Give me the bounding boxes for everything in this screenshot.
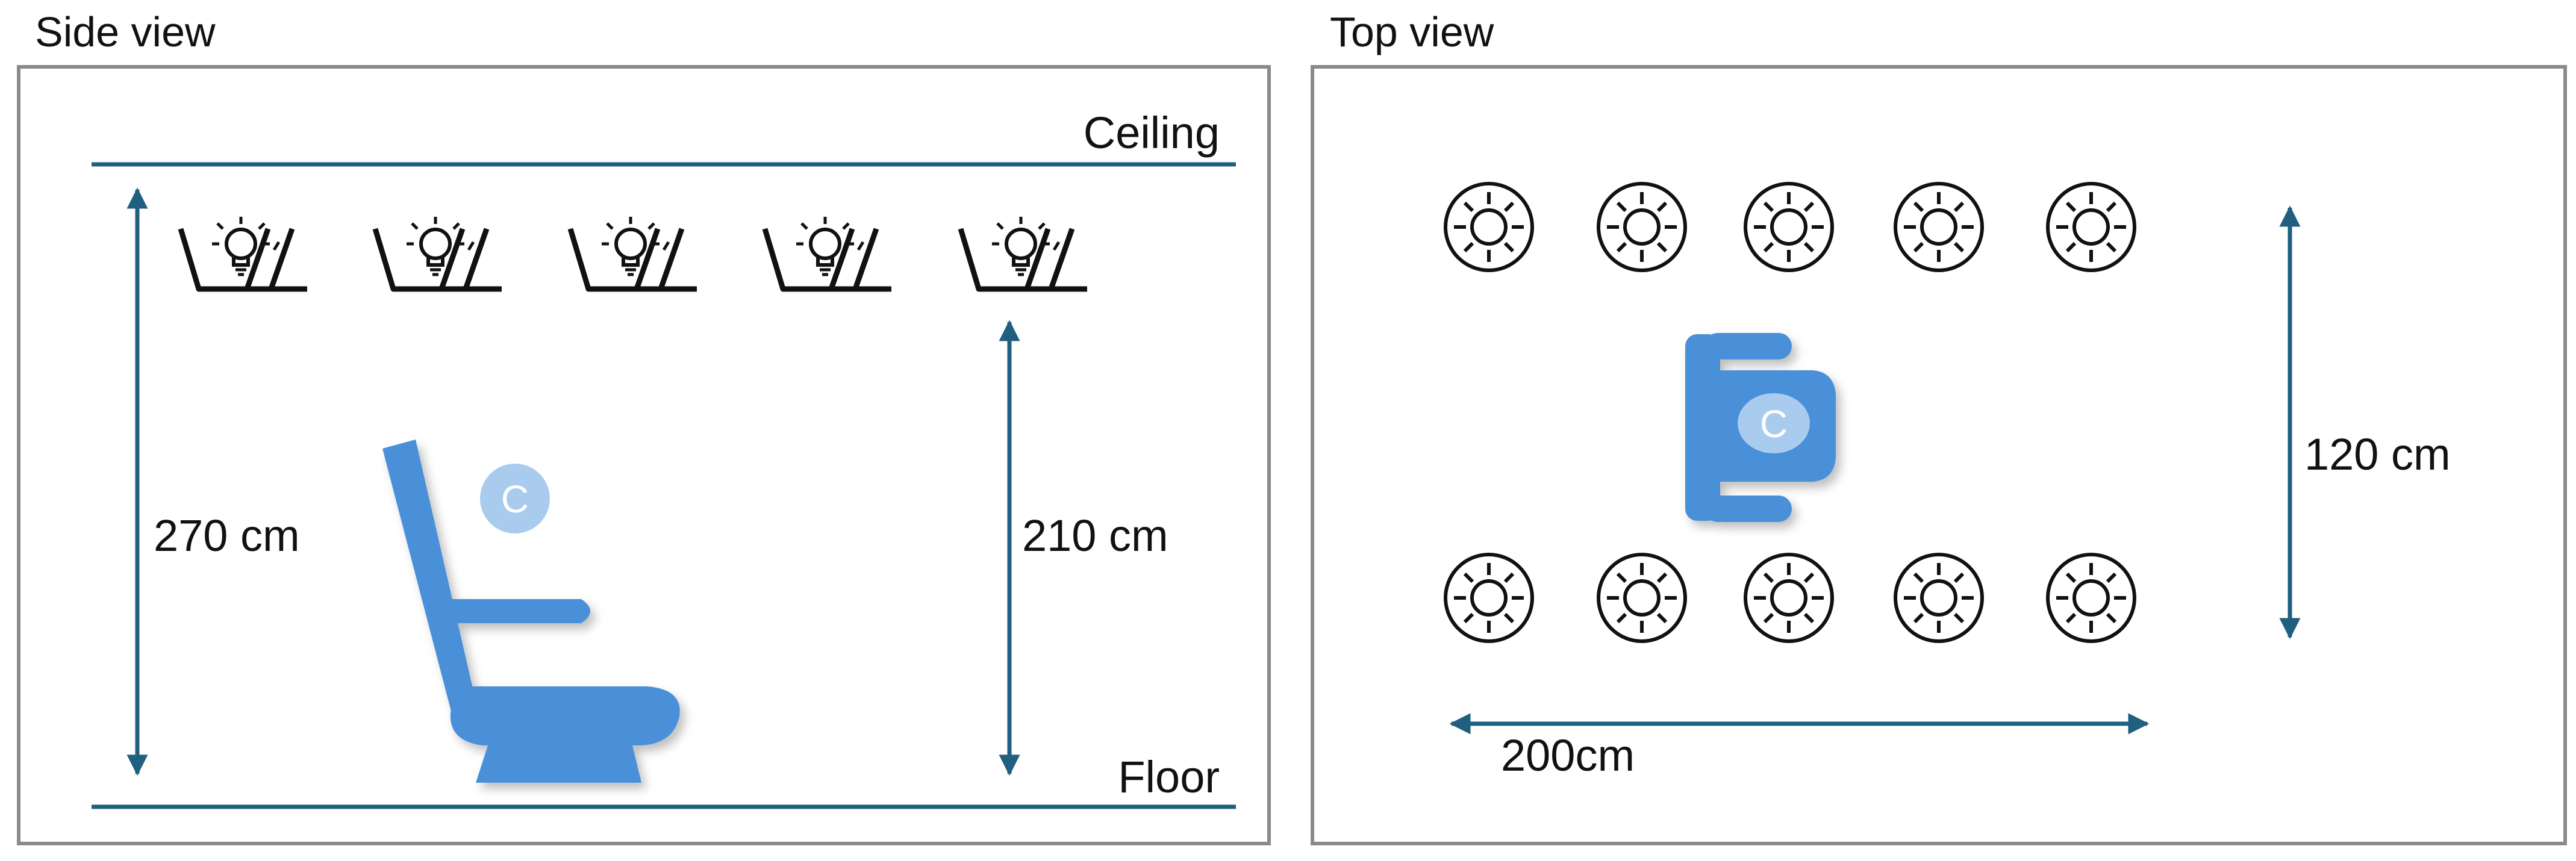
seat-cushion [450,686,680,745]
ceiling-label: Ceiling [1084,108,1220,158]
light-top-view-icon [2048,555,2135,641]
top-view-panel [1311,65,2567,845]
ceiling-light-fixture-icon [961,217,1087,289]
light-top-view-icon [1895,184,1982,270]
top-view-title: Top view [1330,8,1494,55]
camera-marker [1738,393,1810,453]
ceiling-light-fixture-icon [570,217,697,289]
light-top-view-icon [1745,184,1832,270]
lamp-height-label: 210 cm [1022,511,1168,561]
light-top-view-icon [2048,184,2135,270]
ceiling-light-fixture-icon [375,217,502,289]
seat-icon [382,440,680,783]
seat-top-armrest-lower [1704,496,1792,522]
light-top-view-icon [1445,555,1532,641]
ceiling-light-fixture-icon [181,217,307,289]
seat-top-back [1685,334,1720,521]
light-top-view-icon [1598,184,1685,270]
light-top-view-icon [1745,555,1832,641]
seat-backrest [382,440,476,713]
light-top-view-icon [1598,555,1685,641]
camera-label: C [1760,402,1788,446]
camera-label: C [501,477,529,521]
light-top-view-icon [1445,184,1532,270]
length-label: 200cm [1501,730,1635,780]
ceiling-light-fixture-icon [765,217,891,289]
seat-top-armrest-upper [1704,333,1792,359]
seat-base [476,745,641,783]
camera-marker [480,464,550,533]
width-label: 120 cm [2304,429,2451,479]
side-view-panel [17,65,1271,845]
seat-armrest [437,599,590,623]
floor-label: Floor [1118,752,1220,802]
side-view-title: Side view [35,8,216,55]
room-height-label: 270 cm [154,511,300,561]
light-top-view-icon [1895,555,1982,641]
